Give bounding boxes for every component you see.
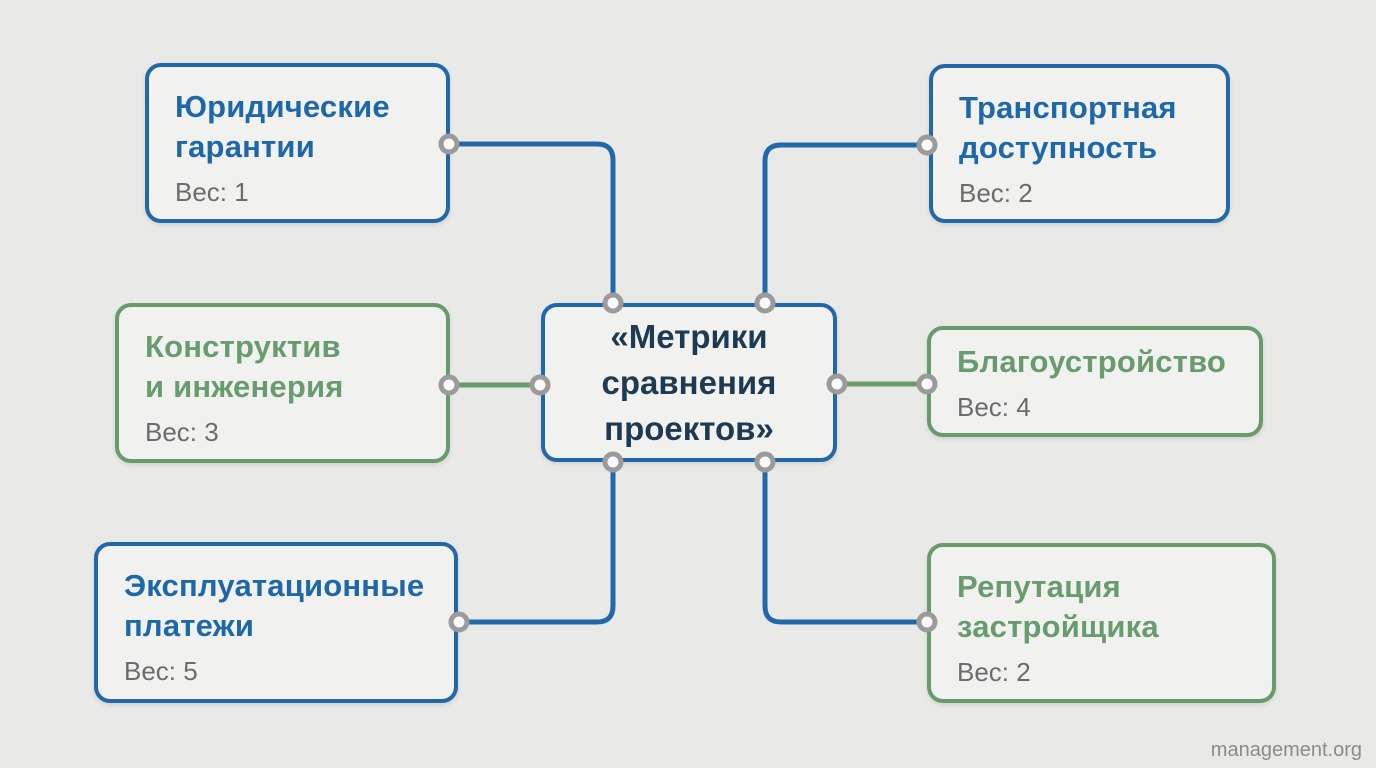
edge-center-reputation: [762, 462, 927, 625]
node-weight: Вес: 1: [175, 177, 249, 207]
node-construction-engineering: Конструктив и инженерия Вес: 3: [115, 303, 450, 463]
edge-center-maintenance: [459, 462, 616, 625]
node-weight: Вес: 4: [957, 392, 1031, 422]
node-weight: Вес: 2: [957, 657, 1031, 687]
node-title: Эксплуатационные платежи: [124, 568, 425, 643]
node-legal-guarantees: Юридические гарантии Вес: 1: [145, 63, 450, 223]
node-title: Транспортная доступность: [959, 90, 1177, 165]
node-title: Конструктив и инженерия: [145, 329, 344, 404]
edge-transport-center: [762, 142, 927, 303]
node-weight: Вес: 2: [959, 178, 1033, 208]
node-developer-reputation: Репутация застройщика Вес: 2: [927, 543, 1276, 703]
node-transport-accessibility: Транспортная доступность Вес: 2: [929, 64, 1230, 223]
edge-legal-center: [449, 141, 616, 303]
node-weight: Вес: 3: [145, 417, 219, 447]
node-maintenance-payments: Эксплуатационные платежи Вес: 5: [94, 542, 458, 703]
node-weight: Вес: 5: [124, 656, 198, 686]
node-landscaping: Благоустройство Вес: 4: [927, 326, 1263, 437]
center-title: «Метрики сравнения проектов»: [601, 317, 777, 447]
node-title: Репутация застройщика: [957, 569, 1159, 644]
node-title: Благоустройство: [957, 344, 1227, 379]
node-title: Юридические гарантии: [175, 89, 390, 164]
node-center-metrics: «Метрики сравнения проектов»: [541, 303, 837, 462]
watermark: management.org: [1210, 739, 1362, 761]
